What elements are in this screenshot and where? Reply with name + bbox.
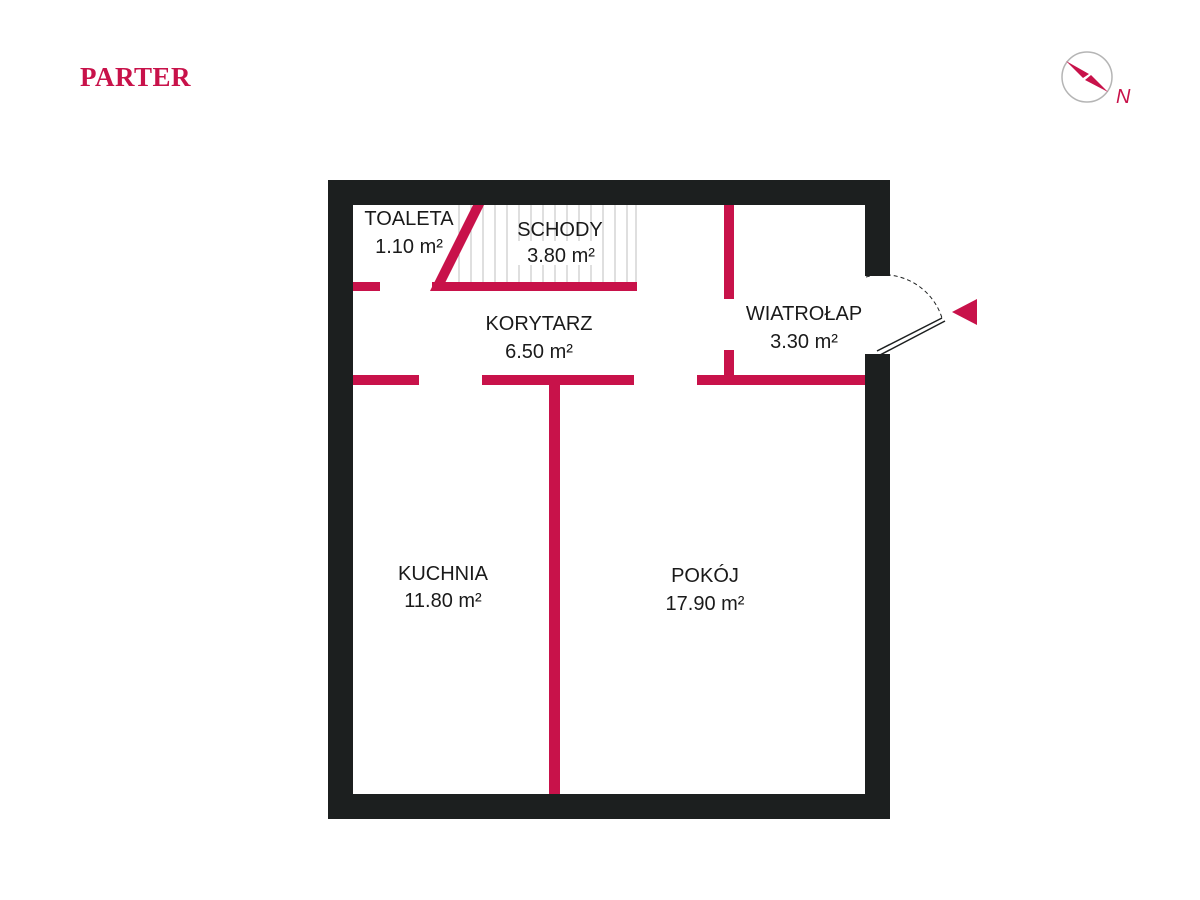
- room-name-kitchen: KUCHNIA: [398, 563, 489, 585]
- wall-vestibule-upper: [724, 205, 734, 299]
- wall-stairs-bottom: [432, 282, 637, 291]
- door-swing-icon: [865, 274, 946, 356]
- floor-title: PARTER: [80, 62, 192, 92]
- wall-left: [328, 180, 353, 819]
- room-name-corridor: KORYTARZ: [485, 313, 592, 335]
- outer-walls: [328, 180, 890, 819]
- wall-top: [328, 180, 890, 205]
- entrance-arrow-icon: [952, 299, 977, 325]
- wall-corridor-mid: [482, 375, 634, 385]
- room-area-vestibule: 3.30 m²: [770, 331, 838, 353]
- interior-walls: [353, 205, 865, 794]
- room-area-corridor: 6.50 m²: [505, 341, 573, 363]
- room-labels: TOALETA 1.10 m² SCHODY 3.80 m² KORYTARZ …: [364, 208, 862, 615]
- room-area-stairs: 3.80 m²: [527, 245, 595, 267]
- room-area-toilet: 1.10 m²: [375, 236, 443, 258]
- wall-stairs-diagonal: [430, 205, 484, 291]
- room-area-living: 17.90 m²: [666, 593, 745, 615]
- compass-label: N: [1116, 86, 1131, 108]
- room-name-vestibule: WIATROŁAP: [746, 303, 862, 325]
- wall-kitchen-room: [549, 385, 560, 794]
- wall-vestibule-lower: [724, 350, 734, 380]
- room-name-living: POKÓJ: [671, 564, 739, 587]
- wall-bottom: [328, 794, 890, 819]
- room-name-toilet: TOALETA: [364, 208, 454, 230]
- wall-toilet-stub: [353, 282, 380, 291]
- room-area-kitchen: 11.80 m²: [404, 590, 482, 612]
- wall-right-upper: [865, 180, 890, 276]
- wall-right-lower: [865, 354, 890, 819]
- compass-needle-icon: [1061, 51, 1113, 103]
- wall-corridor-right: [697, 375, 865, 385]
- stairs-treads: [458, 205, 637, 285]
- room-name-stairs: SCHODY: [517, 219, 603, 241]
- wall-corridor-left: [353, 375, 419, 385]
